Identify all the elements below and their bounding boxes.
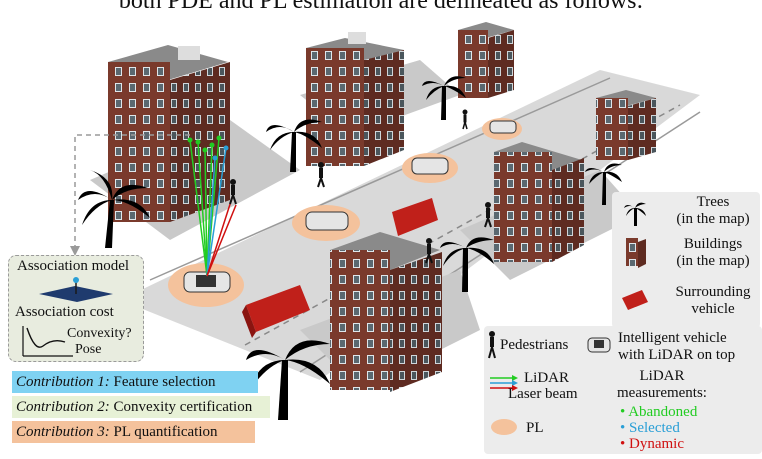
lidar-arrows-icon: [490, 375, 518, 391]
association-model-box: Association model Association cost Conve…: [8, 255, 144, 362]
palm-tree: [266, 119, 322, 172]
contribution-3: Contribution 3: PL quantification: [12, 421, 255, 443]
measurement-abandoned: • Abandoned: [620, 404, 698, 420]
car: [305, 211, 349, 231]
van-icon: [622, 290, 648, 310]
legend-laser-beam-label: Laser beam: [508, 386, 578, 402]
intelligent-vehicle: [183, 271, 231, 293]
building-front: [330, 232, 442, 392]
legend-icons: [622, 202, 648, 310]
building-icon: [626, 238, 646, 268]
pedestrians: [229, 109, 492, 264]
association-model-graphics: [22, 277, 113, 357]
car: [489, 120, 517, 134]
red-van: [392, 198, 438, 236]
pose-label: Pose: [75, 342, 102, 357]
laser-beams: [187, 135, 237, 277]
association-cost-label: Association cost: [15, 304, 114, 320]
measurement-selected: • Selected: [620, 420, 680, 436]
association-model-label: Association model: [17, 258, 130, 274]
caption-text: both PDE and PL estimation are delineate…: [118, 0, 644, 14]
cost-curve: [26, 327, 66, 348]
building-right: [596, 90, 656, 160]
legend-lidar-label: LiDAR: [524, 370, 569, 386]
building-far: [458, 22, 514, 98]
legend-pl-label: PL: [526, 420, 544, 436]
tree-icon: [624, 202, 646, 226]
palm-tree: [440, 237, 494, 292]
legend-sensing-icons: [488, 331, 611, 435]
pedestrian-icon: [488, 331, 496, 359]
dashed-arrow: [70, 134, 190, 256]
measurement-dynamic: • Dynamic: [620, 436, 684, 452]
legend-buildings-label: Buildings(in the map): [676, 236, 750, 269]
convexity-label: Convexity?: [67, 326, 132, 341]
palm-tree: [246, 340, 330, 420]
legend-trees-label: Trees(in the map): [676, 194, 750, 227]
contribution-1: Contribution 1: Feature selection: [12, 371, 258, 393]
building-back-left: [306, 32, 404, 166]
legend-pedestrians-label: Pedestrians: [500, 337, 569, 353]
association-point: [73, 277, 79, 283]
pl-icon: [491, 419, 517, 435]
palm-tree: [422, 76, 466, 120]
car: [411, 157, 449, 175]
building-mid-right: [494, 142, 584, 262]
palm-tree: [78, 170, 150, 248]
contribution-2: Contribution 2: Convexity certification: [12, 396, 270, 418]
red-van: [242, 285, 310, 338]
intelligent-vehicle-icon: [587, 337, 611, 353]
palm-tree: [585, 163, 622, 205]
building-main: [108, 45, 230, 222]
legend-map-objects: Trees(in the map) Buildings(in the map) …: [612, 192, 760, 328]
